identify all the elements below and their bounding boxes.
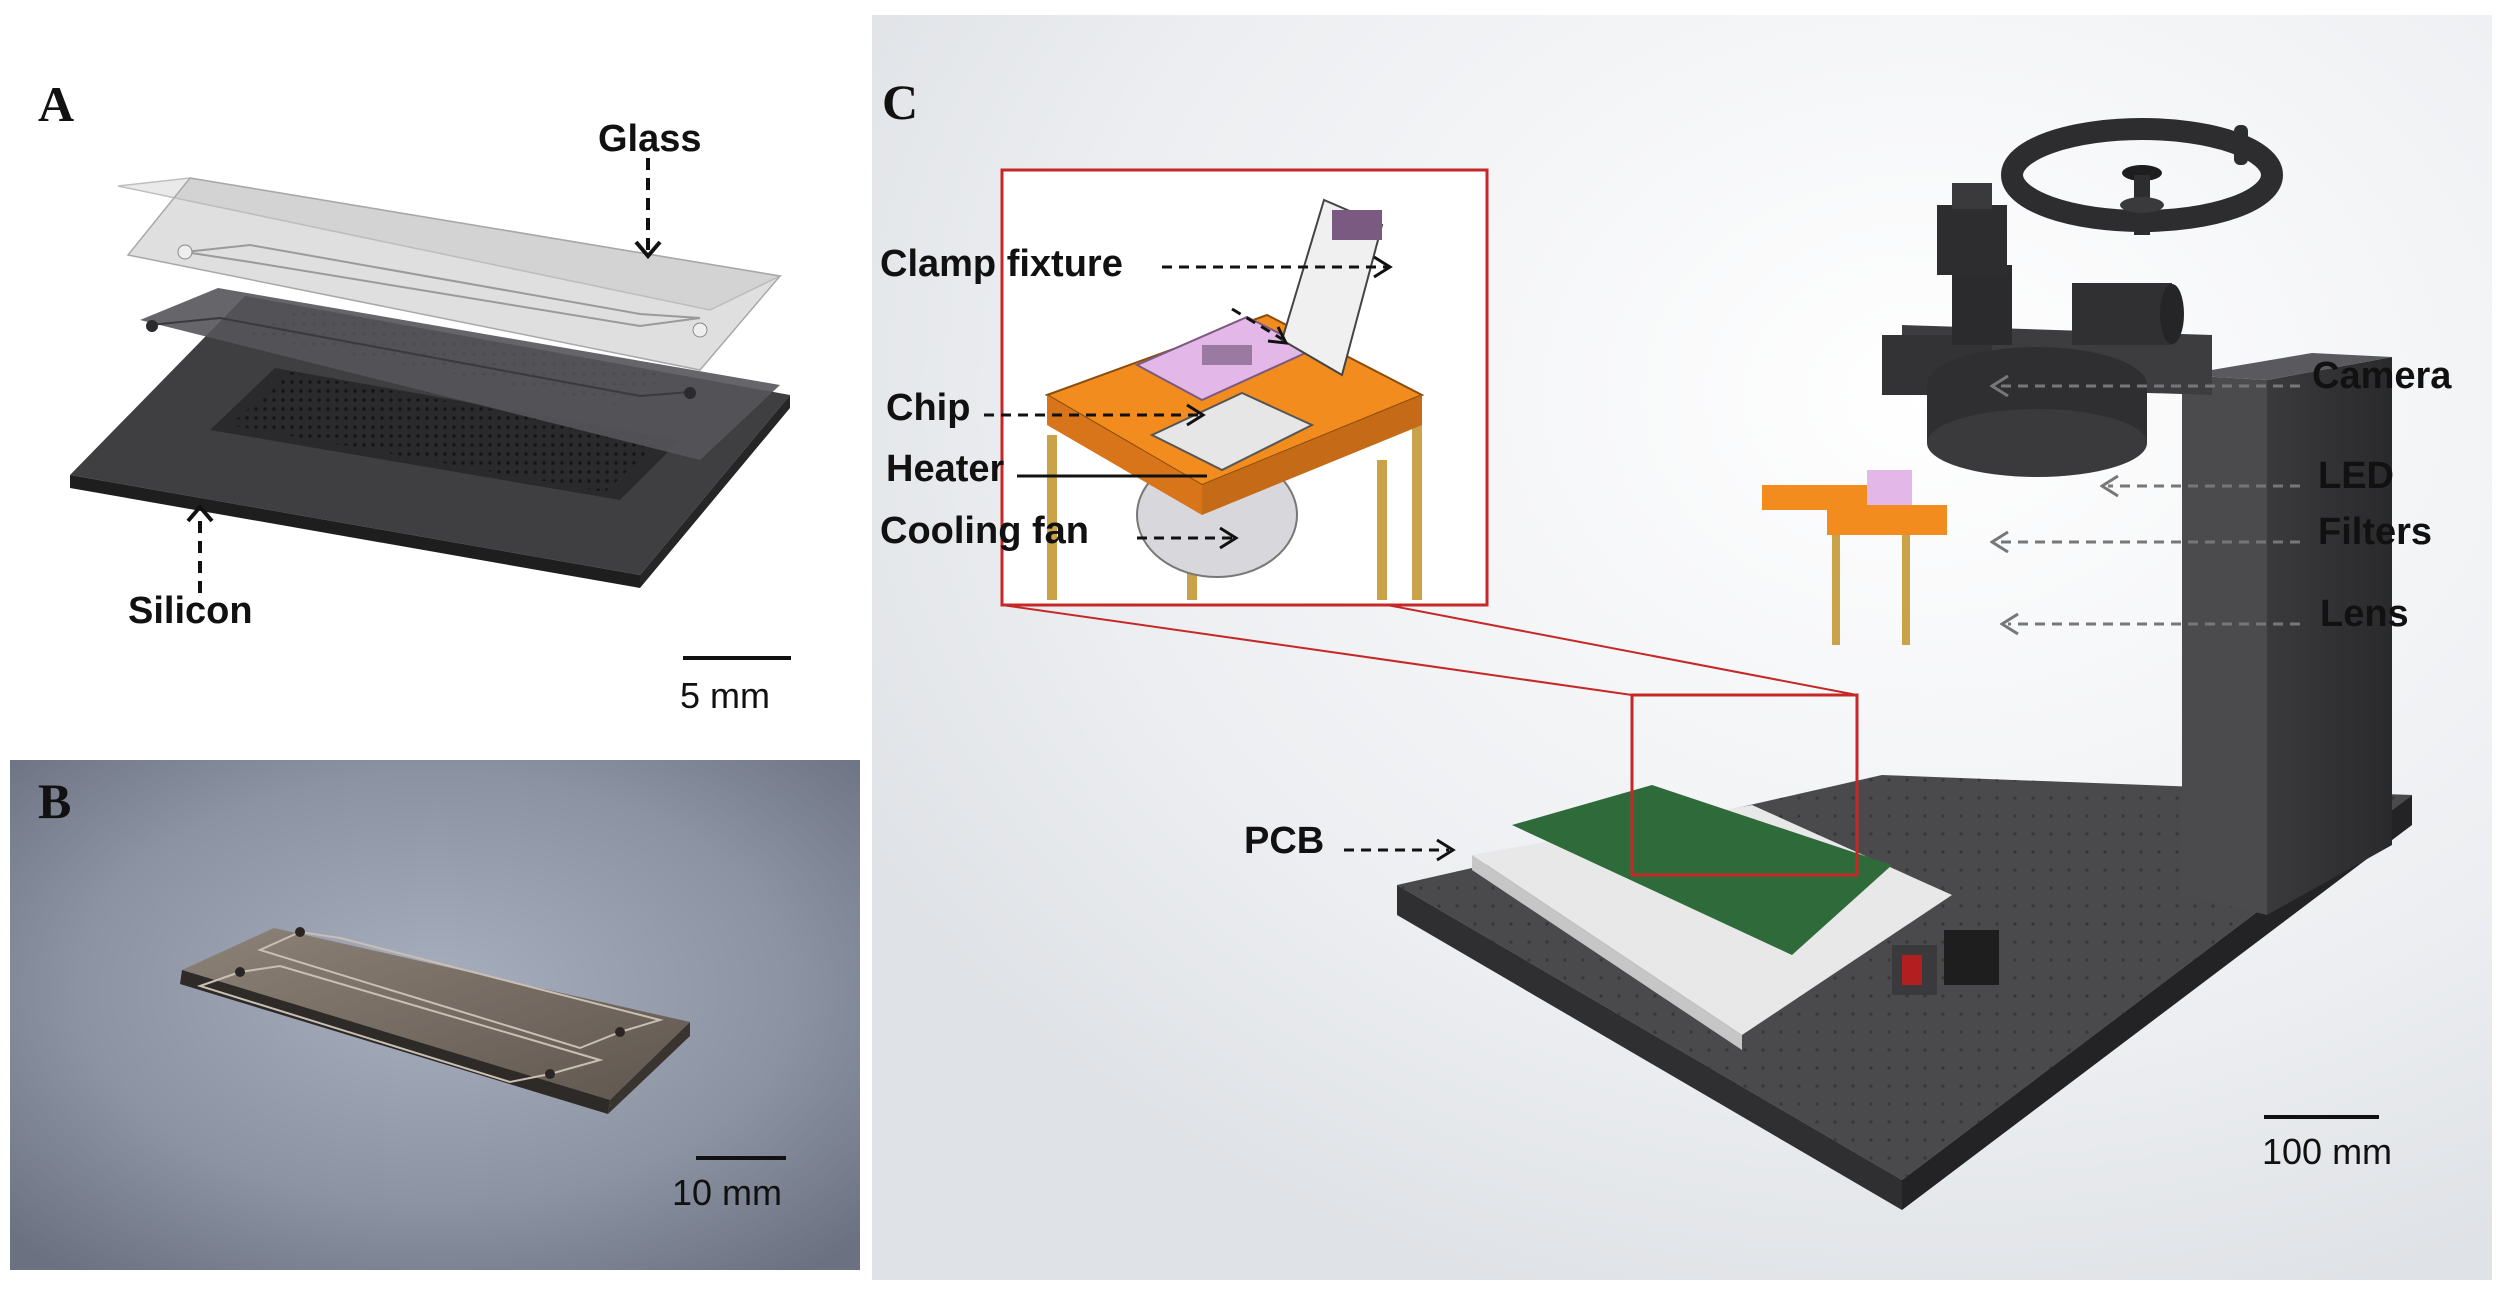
system-render: C Clamp fixture Chip Heater Cooling fan … — [872, 15, 2492, 1280]
chip-label: Chip — [886, 387, 971, 429]
chip-exploded-diagram — [70, 177, 790, 588]
vertical-column — [2182, 353, 2392, 915]
scale-bar-c — [2264, 1115, 2379, 1119]
scale-bar-b — [696, 1156, 786, 1160]
chip-arrow — [984, 403, 1206, 427]
lens-label: Lens — [2320, 593, 2409, 635]
silicon-arrow — [186, 505, 214, 593]
camera-arrow — [1990, 374, 2300, 398]
cooling-fan-label: Cooling fan — [880, 510, 1089, 552]
filters-arrow — [1990, 530, 2300, 554]
panel-a-letter: A — [38, 76, 75, 132]
scale-bar-a — [683, 656, 791, 660]
led-label: LED — [2318, 455, 2394, 497]
glass-arrow — [634, 158, 662, 260]
led-arrow — [2100, 474, 2300, 498]
silicon-label: Silicon — [128, 590, 253, 632]
scale-text-b: 10 mm — [672, 1172, 783, 1213]
scale-text-c: 100 mm — [2262, 1131, 2393, 1172]
pcb-arrow — [1344, 838, 1456, 862]
panel-c-letter: C — [882, 74, 919, 130]
glass-label: Glass — [598, 118, 702, 160]
cooling-fan-arrow — [1137, 526, 1239, 550]
inset-enlarged-view — [1000, 168, 1489, 607]
stage-assembly — [1472, 470, 1999, 1050]
clamp-fixture-label: Clamp fixture — [880, 243, 1123, 285]
pcb-label: PCB — [1244, 820, 1325, 862]
inset-source-box — [1630, 693, 1859, 877]
scale-text-a: 5 mm — [680, 675, 770, 716]
filters-label: Filters — [2318, 511, 2433, 553]
heater-arrow — [1017, 474, 1207, 478]
heater-label: Heater — [886, 448, 1005, 490]
clamp-fixture-arrow — [1162, 255, 1393, 345]
lens-arrow — [2000, 612, 2300, 636]
handwheel — [2001, 118, 2283, 235]
chip-photo: B 10 mm — [10, 760, 860, 1270]
panel-b-letter: B — [38, 773, 72, 829]
camera-label: Camera — [2312, 355, 2452, 397]
glass-layer — [117, 177, 783, 460]
